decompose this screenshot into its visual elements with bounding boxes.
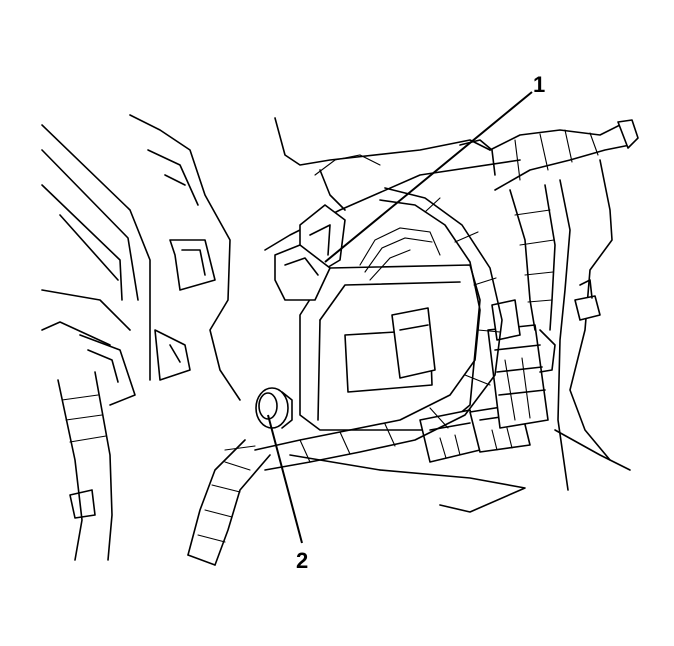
grommet <box>255 387 293 429</box>
wiring-harness <box>254 119 639 471</box>
callout-2-label: 2 <box>296 548 308 573</box>
lower-harness <box>187 439 271 566</box>
left-body-panel <box>41 114 241 401</box>
callout-1-label: 1 <box>533 72 545 97</box>
right-connectors <box>487 299 556 429</box>
callout-2-leader <box>267 414 303 544</box>
fuse-block <box>274 204 481 431</box>
callout-1-leader <box>324 91 533 263</box>
right-panel <box>554 159 631 491</box>
left-hose <box>57 334 136 561</box>
